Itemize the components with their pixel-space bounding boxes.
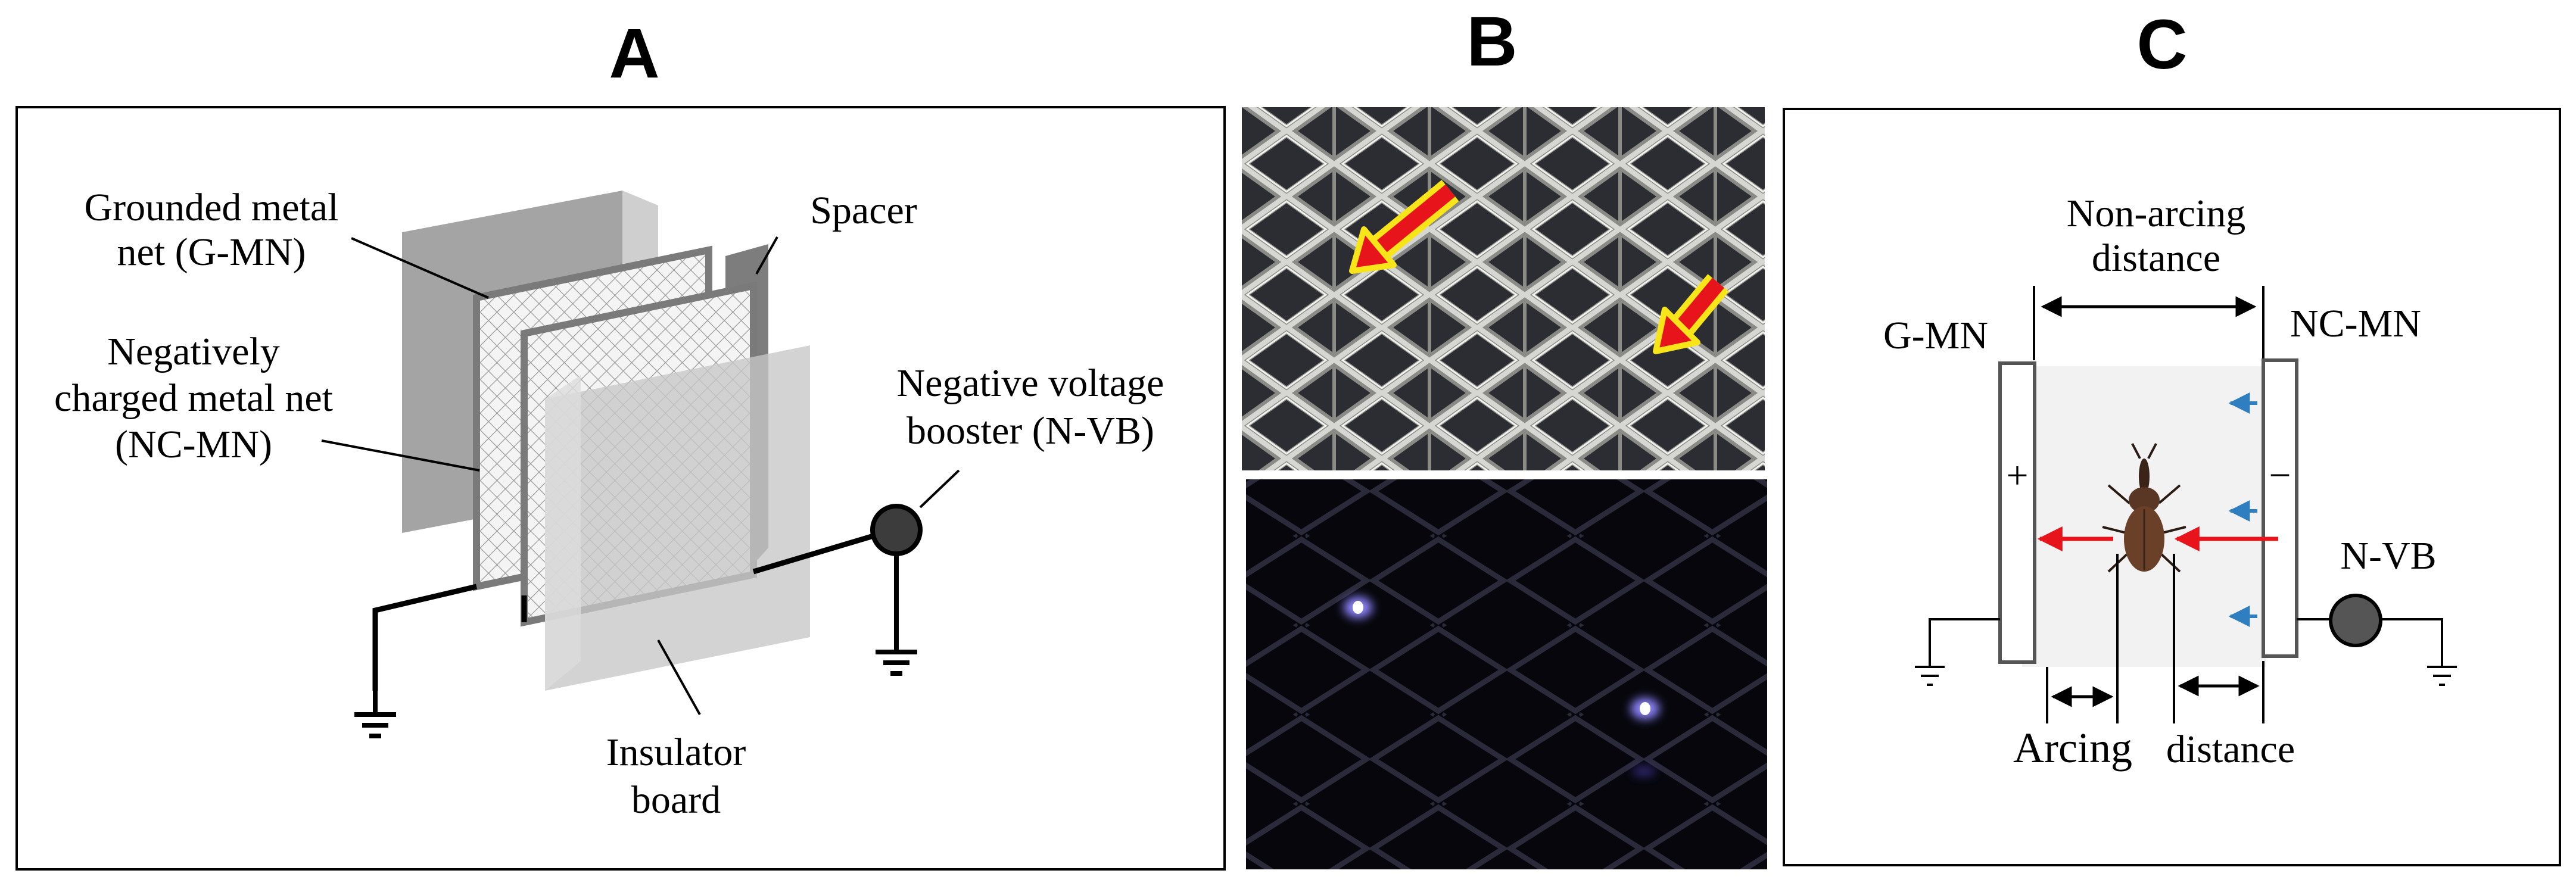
- plus-sign: +: [2006, 454, 2028, 497]
- ncmn-plate: [2262, 358, 2298, 658]
- ncmn-label: NC-MN: [2290, 302, 2421, 345]
- panel-c-frame: [1783, 108, 2561, 866]
- grounded-net-label-2: net (G-MN): [117, 230, 306, 274]
- mesh-photo-bottom: [1246, 479, 1767, 869]
- grounded-net-label-1: Grounded metal: [84, 186, 338, 229]
- arc-spark-2: [1631, 698, 1659, 719]
- ground-symbol-left: [354, 691, 396, 738]
- arrow-indicator-1: [1349, 180, 1459, 274]
- voltage-booster-circle: [870, 504, 923, 556]
- negative-net-label-1: Negatively: [107, 330, 280, 373]
- panel-c-ground-right: [2427, 666, 2457, 686]
- insulator-board: [545, 345, 810, 691]
- gmn-plate: [1998, 361, 2036, 664]
- insect-icon: [2102, 443, 2186, 573]
- arcing-label: Arcing: [2013, 724, 2132, 772]
- panel-c: C Non-arcing distance G-MN NC-MN + −: [1783, 5, 2561, 866]
- non-arcing-label-1: Non-arcing: [2067, 192, 2246, 235]
- booster-label-1: Negative voltage: [897, 361, 1164, 405]
- nvb-circle: [2329, 594, 2382, 647]
- arc-spark-1: [1344, 597, 1372, 618]
- blue-field-arrows: [2228, 392, 2257, 627]
- spacer-label: Spacer: [810, 189, 917, 232]
- wiring: [372, 527, 895, 691]
- arrow-indicator-2: [1653, 274, 1729, 354]
- ground-symbol-right: [876, 548, 917, 676]
- panel-c-letter: C: [2136, 5, 2187, 84]
- gmn-label: G-MN: [1883, 314, 1988, 357]
- mesh-photo-top: [1242, 107, 1765, 470]
- non-arcing-label-2: distance: [2092, 236, 2220, 280]
- insulator-label-1: Insulator: [606, 731, 746, 774]
- insulator-label-2: board: [631, 778, 721, 822]
- panel-a-letter: A: [609, 14, 659, 93]
- negative-net-label-2: charged metal net: [54, 376, 333, 420]
- panel-a: A: [15, 14, 1226, 871]
- insect-body: [2124, 458, 2164, 572]
- minus-sign: −: [2269, 454, 2291, 497]
- panel-c-ground-left: [1915, 666, 1945, 686]
- panel-b: B: [1242, 2, 1767, 869]
- nvb-label: N-VB: [2340, 534, 2436, 578]
- booster-label-2: booster (N-VB): [907, 409, 1154, 453]
- panel-b-letter: B: [1466, 2, 1517, 81]
- distance-label: distance: [2166, 728, 2295, 771]
- leader-lines: [321, 236, 960, 715]
- negative-net-label-3: (NC-MN): [115, 423, 272, 466]
